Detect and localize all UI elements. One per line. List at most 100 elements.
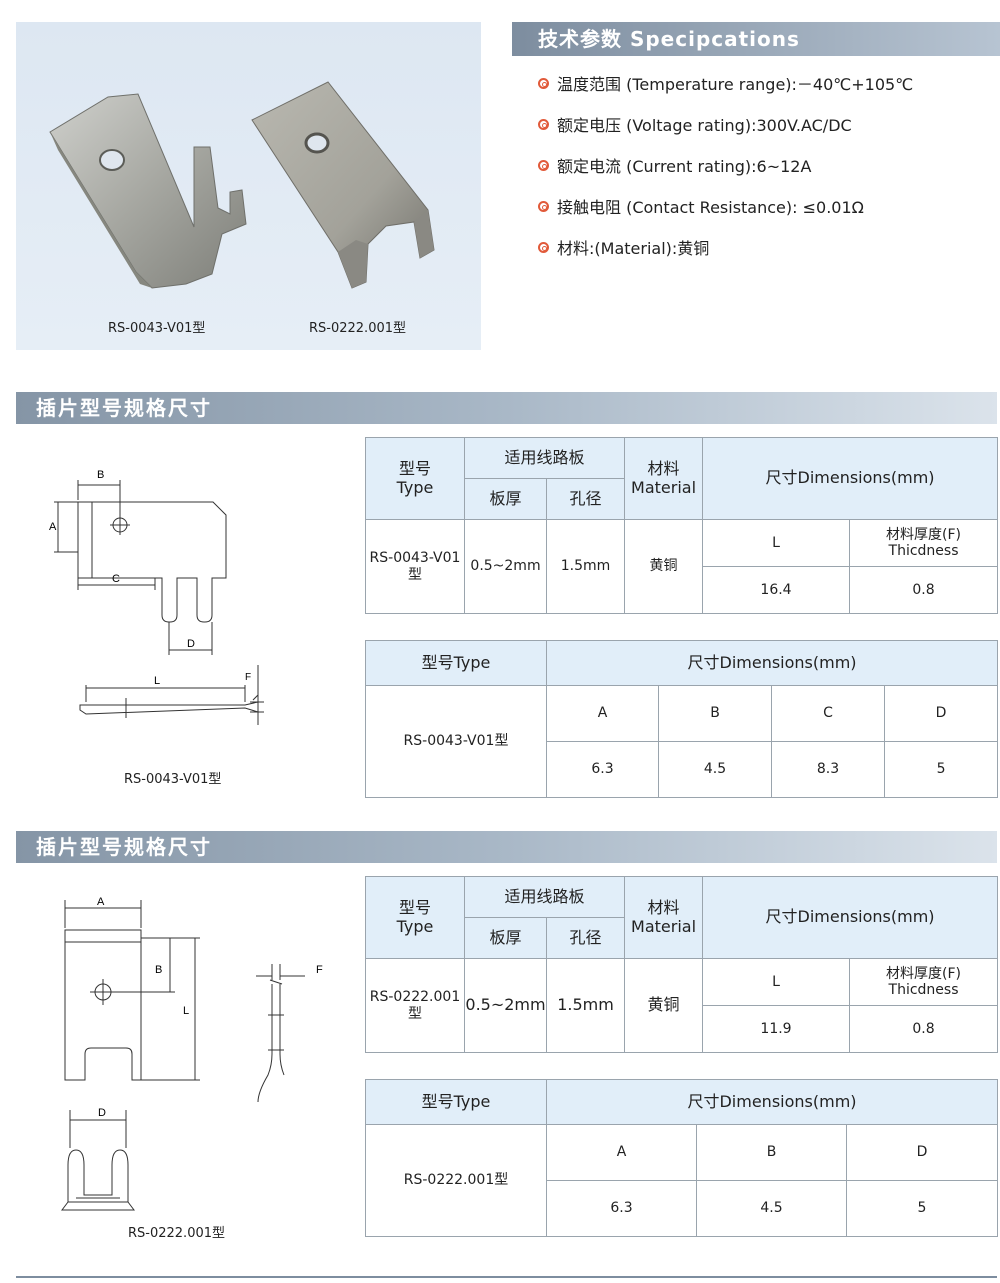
header-thickness: 板厚: [464, 917, 547, 959]
cell-thick-label: 材料厚度(F)Thicdness: [849, 519, 999, 567]
header-model-en: Type: [396, 477, 434, 497]
dim-value-a: 6.3: [546, 1180, 697, 1237]
cell-l-label: L: [702, 958, 851, 1006]
dim-label-f: F: [316, 964, 323, 976]
header-material-en: Material: [631, 916, 697, 936]
header-model: 型号Type: [365, 1079, 547, 1125]
spec-item-text: 温度范围 (Temperature range):－40℃+105℃: [557, 75, 914, 94]
dim-label-l: L: [183, 1005, 189, 1017]
dim-value-d: 5: [845, 1180, 999, 1237]
terminal-right-shape: [251, 81, 435, 289]
thick-label-en: Thicdness: [888, 982, 959, 998]
cell-thick: 0.8: [849, 1005, 999, 1053]
thick-label-cn: 材料厚度(F): [886, 526, 962, 543]
bullet-icon: [538, 119, 549, 130]
header-pcb: 适用线路板: [463, 876, 626, 918]
header-dimensions: 尺寸Dimensions(mm): [545, 640, 999, 686]
dim-label-a: A: [49, 521, 57, 533]
header-dimensions: 尺寸Dimensions(mm): [545, 1079, 999, 1125]
spec-item-text: 额定电压 (Voltage rating):300V.AC/DC: [557, 116, 852, 135]
cell-l-label: L: [702, 519, 851, 567]
header-pcb: 适用线路板: [463, 437, 626, 479]
dim-value-d: 5: [883, 741, 999, 798]
cell-board: 0.5~2mm: [464, 519, 547, 614]
section-title: 插片型号规格尺寸: [16, 831, 997, 863]
dim-label-b: B: [97, 469, 104, 481]
dim-header-a: A: [546, 1124, 697, 1181]
bullet-icon: [538, 242, 549, 253]
dim-label-a: A: [97, 896, 105, 908]
dim-header-d: D: [845, 1124, 999, 1181]
dimensions-table: 型号Type 尺寸Dimensions(mm) RS-0222.001型 A B…: [365, 1079, 999, 1237]
spec-item: 材料:(Material):黄铜: [538, 234, 913, 275]
cell-thick-label: 材料厚度(F)Thicdness: [849, 958, 999, 1006]
technical-drawing-rs0222: A B L F D: [61, 896, 323, 1211]
technical-drawing-rs0043: B A C D L F: [49, 469, 264, 725]
terminal-photo: [49, 81, 435, 289]
spec-title: 技术参数 Specipcations: [512, 22, 1000, 56]
header-model-en: Type: [396, 916, 434, 936]
dim-value-b: 4.5: [696, 1180, 847, 1237]
header-hole: 孔径: [545, 478, 626, 520]
dim-value-c: 8.3: [771, 741, 885, 798]
section-title: 插片型号规格尺寸: [16, 392, 997, 424]
spec-list: 温度范围 (Temperature range):－40℃+105℃ 额定电压 …: [538, 70, 913, 275]
thick-label-cn: 材料厚度(F): [886, 965, 962, 982]
spec-item: 额定电流 (Current rating):6~12A: [538, 152, 913, 193]
cell-model-text: RS-0222.001: [369, 989, 461, 1006]
cell-thick: 0.8: [849, 566, 999, 614]
spec-item-text: 额定电流 (Current rating):6~12A: [557, 157, 812, 176]
header-model: 型号Type: [365, 640, 547, 686]
dim-label-c: C: [112, 573, 120, 585]
dim-header-b: B: [696, 1124, 847, 1181]
cell-hole: 1.5mm: [545, 519, 626, 614]
cell-model-text: RS-0043-V01: [369, 550, 461, 567]
dimensions-table: 型号Type 尺寸Dimensions(mm) RS-0043-V01型 A B…: [365, 640, 999, 798]
cell-material: 黄铜: [624, 958, 704, 1053]
cell-l: 16.4: [702, 566, 851, 614]
cell-model: RS-0222.001型: [365, 1124, 547, 1237]
header-model-cn: 型号: [398, 898, 431, 918]
cell-hole: 1.5mm: [545, 958, 626, 1053]
terminal-left-shape: [49, 93, 247, 289]
cell-model: RS-0043-V01型: [365, 685, 547, 798]
bullet-icon: [538, 201, 549, 212]
spec-item-text: 材料:(Material):黄铜: [557, 239, 710, 258]
spec-item: 接触电阻 (Contact Resistance): ≤0.01Ω: [538, 193, 913, 234]
header-hole: 孔径: [545, 917, 626, 959]
dim-header-d: D: [883, 685, 999, 742]
dim-value-b: 4.5: [658, 741, 772, 798]
bottom-divider: [16, 1276, 997, 1278]
dim-label-d: D: [98, 1107, 106, 1119]
header-model-cn: 型号: [398, 459, 431, 479]
photo-caption-right: RS-0222.001型: [309, 321, 407, 336]
cell-l: 11.9: [702, 1005, 851, 1053]
header-dimensions: 尺寸Dimensions(mm): [702, 437, 999, 520]
dim-label-d: D: [187, 638, 195, 650]
cell-model-suffix: 型: [408, 566, 422, 583]
photo-caption-left: RS-0043-V01型: [108, 321, 206, 336]
spec-item-text: 接触电阻 (Contact Resistance): ≤0.01Ω: [557, 198, 864, 217]
dim-label-b: B: [155, 964, 162, 976]
cell-board: 0.5~2mm: [464, 958, 547, 1053]
dim-value-a: 6.3: [546, 741, 659, 798]
dim-header-c: C: [771, 685, 885, 742]
header-thickness: 板厚: [464, 478, 547, 520]
bullet-icon: [538, 78, 549, 89]
thick-label-en: Thicdness: [888, 543, 959, 559]
spec-item: 温度范围 (Temperature range):－40℃+105℃: [538, 70, 913, 111]
dim-header-a: A: [546, 685, 659, 742]
dim-label-l: L: [154, 675, 160, 687]
dim-header-b: B: [658, 685, 772, 742]
header-material-cn: 材料: [647, 898, 680, 918]
product-photo-panel: RS-0043-V01型 RS-0222.001型: [16, 22, 481, 350]
dim-label-f: F: [245, 672, 251, 683]
